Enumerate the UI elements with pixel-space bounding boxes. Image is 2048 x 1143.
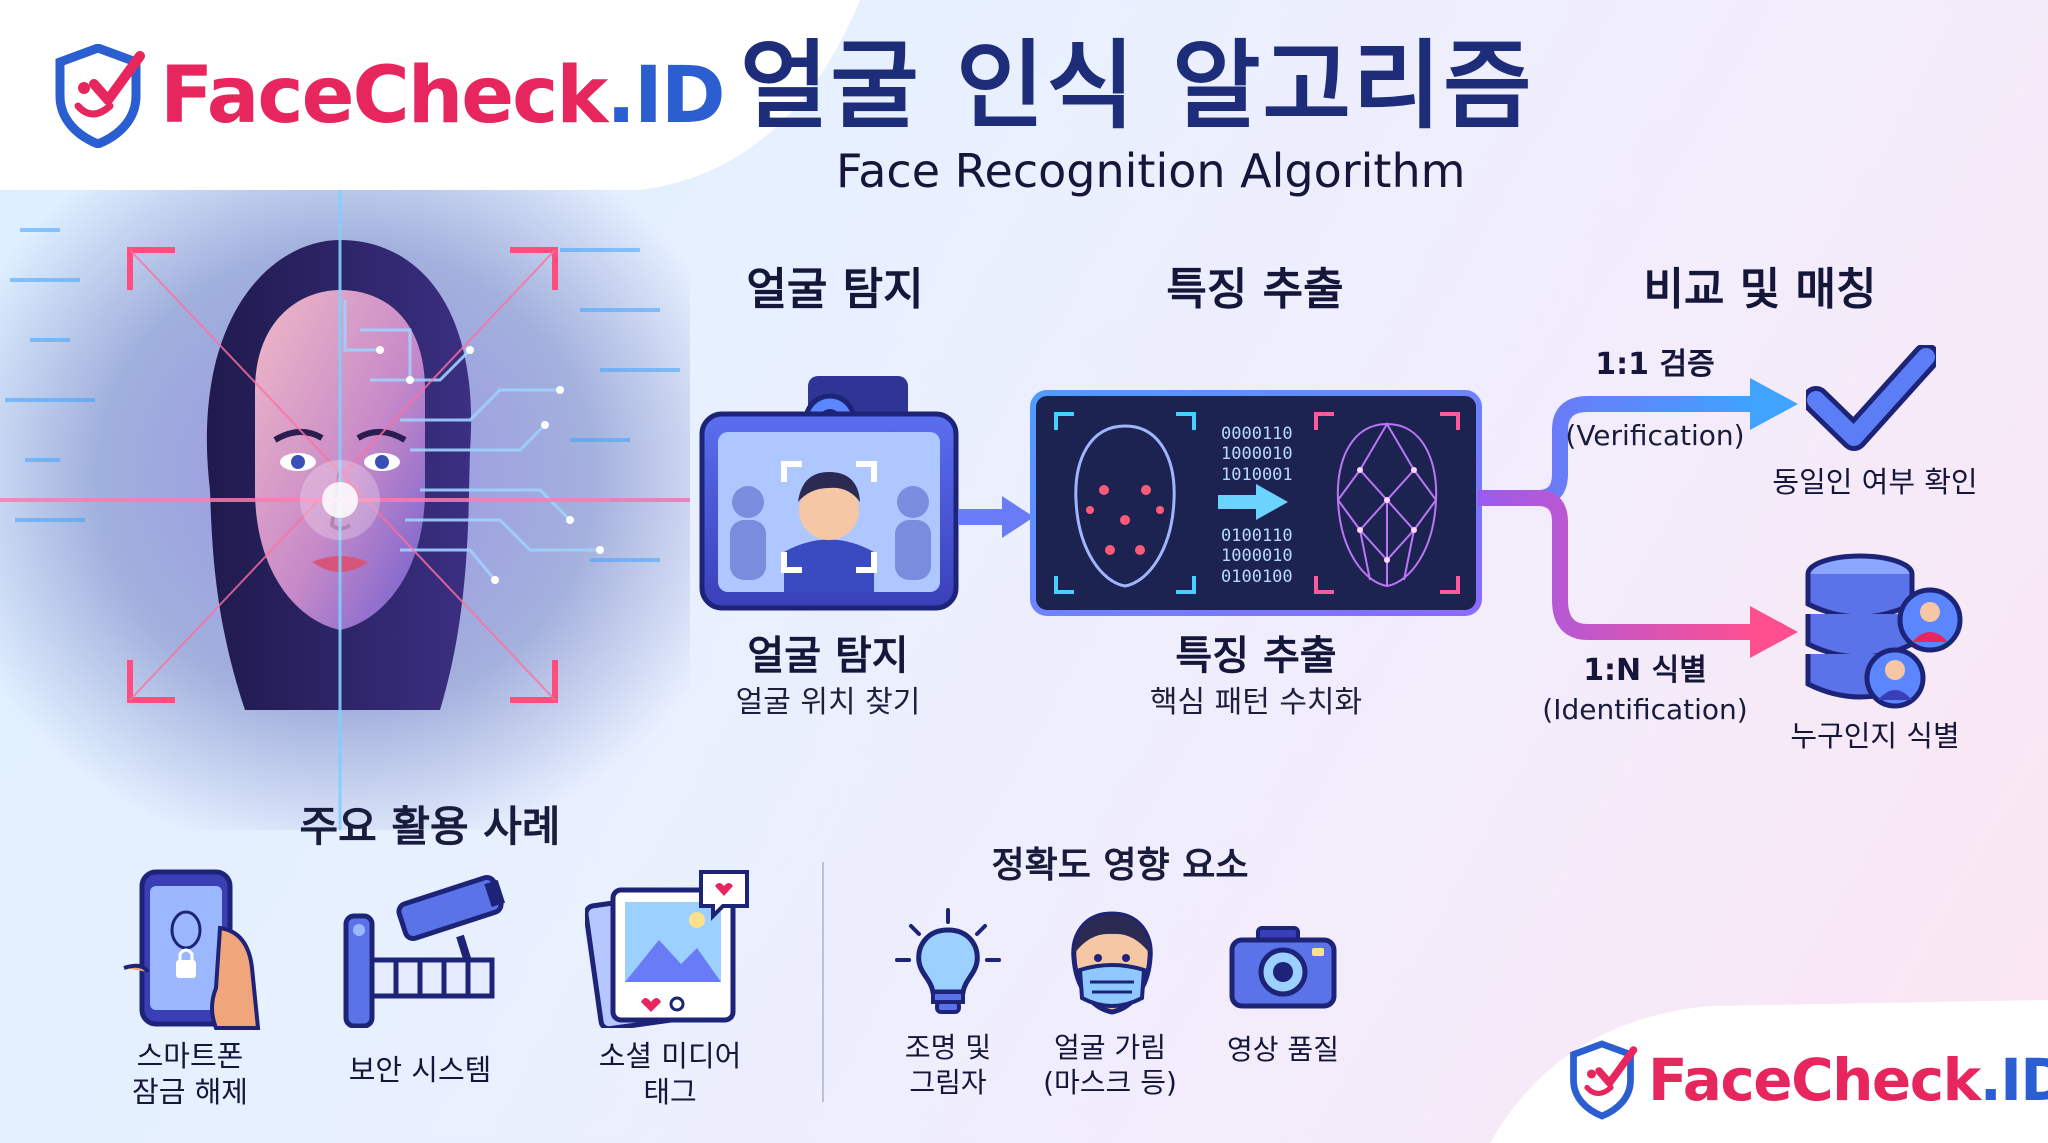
lightbulb-icon <box>895 908 1001 1014</box>
factor-label-image-quality: 영상 품질 <box>1227 1033 1339 1066</box>
logo-wordmark-id: .ID <box>1979 1046 2048 1114</box>
step-header-detection: 얼굴 탐지 <box>746 264 924 315</box>
branch-label-identification: 1:N 식별 <box>1583 653 1707 688</box>
feature-extraction-panel <box>1030 390 1482 616</box>
use-cases-title: 주요 활용 사례 <box>299 802 561 851</box>
camera-detection-icon <box>699 376 959 611</box>
page-title-korean: 얼굴 인식 알고리즘 <box>740 30 1534 142</box>
shield-check-icon <box>55 44 145 148</box>
checkmark-icon <box>1806 345 1936 451</box>
brand-logo-bottom[interactable]: FaceCheck.ID <box>1566 1040 2048 1120</box>
use-case-label-security: 보안 시스템 <box>348 1053 492 1087</box>
smartphone-unlock-icon <box>123 869 261 1030</box>
branch-sub-verification: (Verification) <box>1565 419 1745 452</box>
ai-face-illustration <box>0 190 690 830</box>
database-identity-icon <box>1805 553 1963 709</box>
logo-wordmark-id: .ID <box>606 51 725 141</box>
masked-face-icon <box>1071 911 1153 1015</box>
step-label-extraction: 특징 추출 <box>1175 633 1337 679</box>
logo-banner-bottom <box>1490 1000 2048 1143</box>
logo-wordmark-face: FaceCheck <box>160 51 608 141</box>
step-sub-extraction: 핵심 패턴 수치화 <box>1149 685 1363 720</box>
section-divider <box>822 862 824 1102</box>
branch-arrows <box>1478 378 1798 658</box>
factor-label-occlusion: 얼굴 가림(마스크 등) <box>1043 1031 1177 1099</box>
arrow-detection-to-extraction <box>958 496 1034 538</box>
camera-icon <box>1229 926 1337 1009</box>
accuracy-factors-title: 정확도 영향 요소 <box>991 845 1249 886</box>
brand-logo-top[interactable]: FaceCheck.ID <box>50 44 726 148</box>
shield-check-icon <box>1570 1040 1638 1120</box>
social-photo-icon <box>585 870 749 1028</box>
logo-wordmark-face: FaceCheck <box>1648 1046 1981 1114</box>
security-camera-gate-icon <box>343 875 506 1028</box>
step-label-detection: 얼굴 탐지 <box>747 633 909 679</box>
step-header-extraction: 특징 추출 <box>1166 264 1344 315</box>
step-header-matching: 비교 및 매칭 <box>1643 264 1877 315</box>
logo-banner <box>0 0 860 190</box>
result-verification: 동일인 여부 확인 <box>1772 465 1978 499</box>
result-identification: 누구인지 식별 <box>1790 719 1960 753</box>
branch-sub-identification: (Identification) <box>1542 693 1748 726</box>
step-sub-detection: 얼굴 위치 찾기 <box>735 685 921 720</box>
branch-label-verification: 1:1 검증 <box>1595 347 1715 382</box>
page-title-english: Face Recognition Algorithm <box>836 144 1466 198</box>
